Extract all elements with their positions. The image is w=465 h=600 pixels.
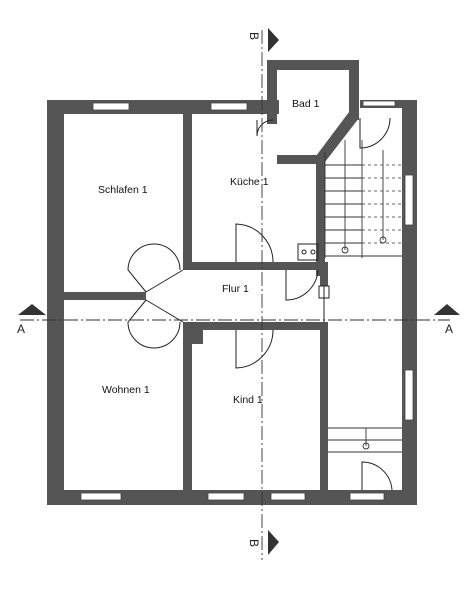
interior-walls (64, 114, 328, 490)
section-label-a-right: A (445, 322, 453, 336)
section-arrow-a-left (18, 304, 46, 315)
room-label-kueche: Küche 1 (230, 176, 269, 188)
room-label-schlafen: Schlafen 1 (98, 184, 148, 196)
room-label-kind: Kind 1 (233, 394, 263, 406)
room-label-flur: Flur 1 (222, 283, 249, 295)
section-arrow-a-right (434, 304, 460, 315)
bathroom-walls (267, 60, 359, 276)
section-lines (20, 30, 450, 560)
outer-walls (47, 100, 417, 505)
section-label-b-top: B (247, 32, 261, 40)
doors (127, 117, 393, 491)
stove-symbol (297, 243, 319, 261)
section-label-a-left: A (17, 322, 25, 336)
room-label-wohnen: Wohnen 1 (102, 384, 150, 396)
flur-box (318, 285, 330, 299)
section-arrow-b-top (268, 28, 279, 52)
section-arrow-b-bottom (268, 530, 279, 555)
room-label-bad: Bad 1 (292, 98, 320, 110)
staircase (324, 140, 402, 453)
section-label-b-bottom: B (247, 539, 261, 547)
windows (80, 100, 414, 501)
